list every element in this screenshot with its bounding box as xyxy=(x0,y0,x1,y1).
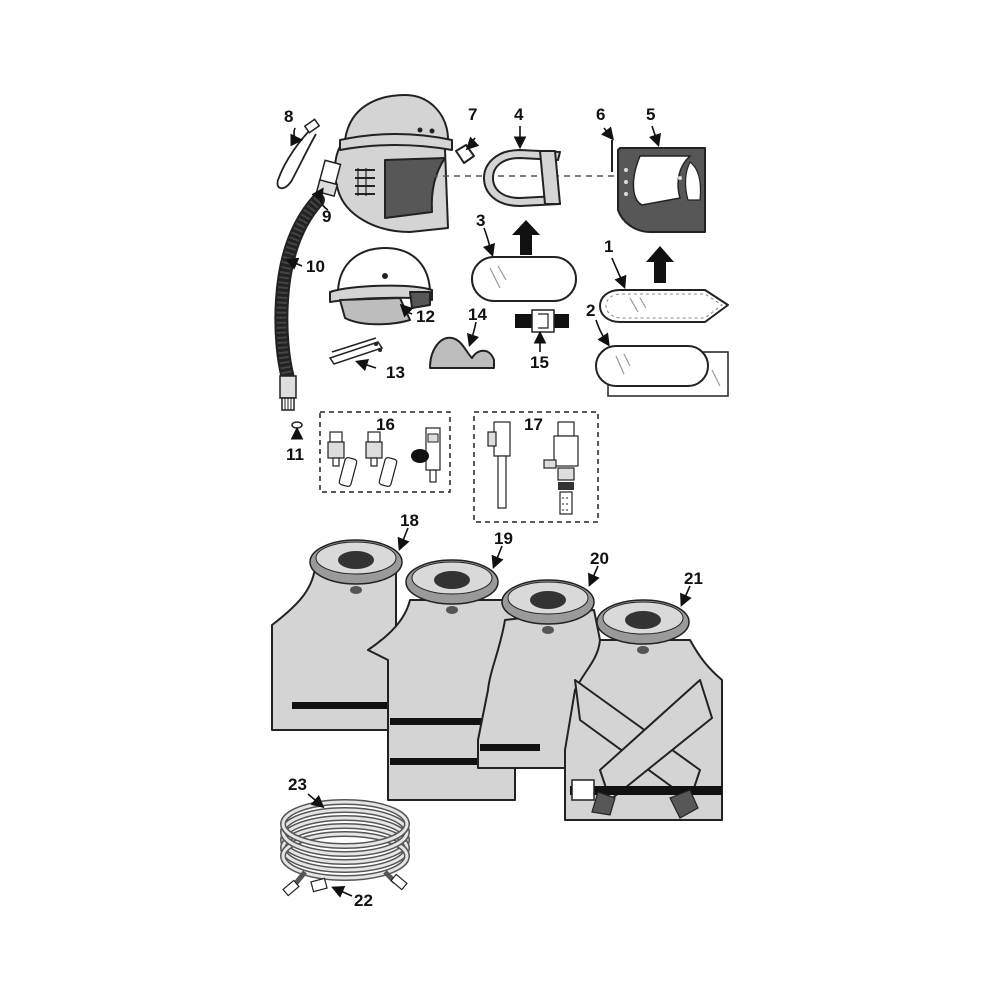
callout-22: 22 xyxy=(354,891,373,910)
callout-3: 3 xyxy=(476,211,485,230)
callout-7: 7 xyxy=(468,105,477,124)
cape-18 xyxy=(271,539,403,731)
up-arrow-3 xyxy=(512,220,540,255)
callout-6: 6 xyxy=(596,105,605,124)
lens-part xyxy=(471,256,577,302)
callout-9: 9 xyxy=(322,207,331,226)
hard-hat-part xyxy=(329,247,433,326)
lens-cover-part xyxy=(595,345,729,397)
callout-18: 18 xyxy=(400,511,419,530)
outer-lens-part xyxy=(599,289,729,323)
o-ring-part xyxy=(291,421,303,429)
callout-13: 13 xyxy=(386,363,405,382)
lens-frame-part xyxy=(483,149,561,207)
callout-10: 10 xyxy=(306,257,325,276)
cushion-part xyxy=(429,336,495,369)
callout-14: 14 xyxy=(468,305,487,324)
hose-end-fittings-part xyxy=(282,870,408,897)
callout-17: 17 xyxy=(524,415,543,434)
callout-11: 11 xyxy=(286,445,304,464)
lanyard-part xyxy=(276,118,321,190)
helmet-shell xyxy=(333,94,453,233)
leader-lines xyxy=(285,125,692,898)
up-arrow-1 xyxy=(646,246,674,283)
callout-21: 21 xyxy=(684,569,703,588)
air-hose-coil-part xyxy=(280,799,410,881)
visor-frame-part xyxy=(617,147,706,233)
gasket-part xyxy=(455,144,475,164)
clip-set-part xyxy=(328,337,384,365)
fitting-kit-16-box xyxy=(319,411,451,493)
callout-16: 16 xyxy=(376,415,395,434)
callout-8: 8 xyxy=(284,107,293,126)
hose-coupling-part xyxy=(315,159,342,198)
buckle-strap-part xyxy=(515,309,569,333)
callout-20: 20 xyxy=(590,549,609,568)
callout-2: 2 xyxy=(586,301,595,320)
fitting-kit-17-box xyxy=(473,411,599,523)
callout-19: 19 xyxy=(494,529,513,548)
callout-1: 1 xyxy=(604,237,613,256)
callout-15: 15 xyxy=(530,353,549,372)
callout-4: 4 xyxy=(514,105,524,124)
breathing-hose-part xyxy=(274,193,325,411)
callout-5: 5 xyxy=(646,105,655,124)
callout-12: 12 xyxy=(416,307,435,326)
cape-21 xyxy=(564,599,723,821)
callout-23: 23 xyxy=(288,775,307,794)
